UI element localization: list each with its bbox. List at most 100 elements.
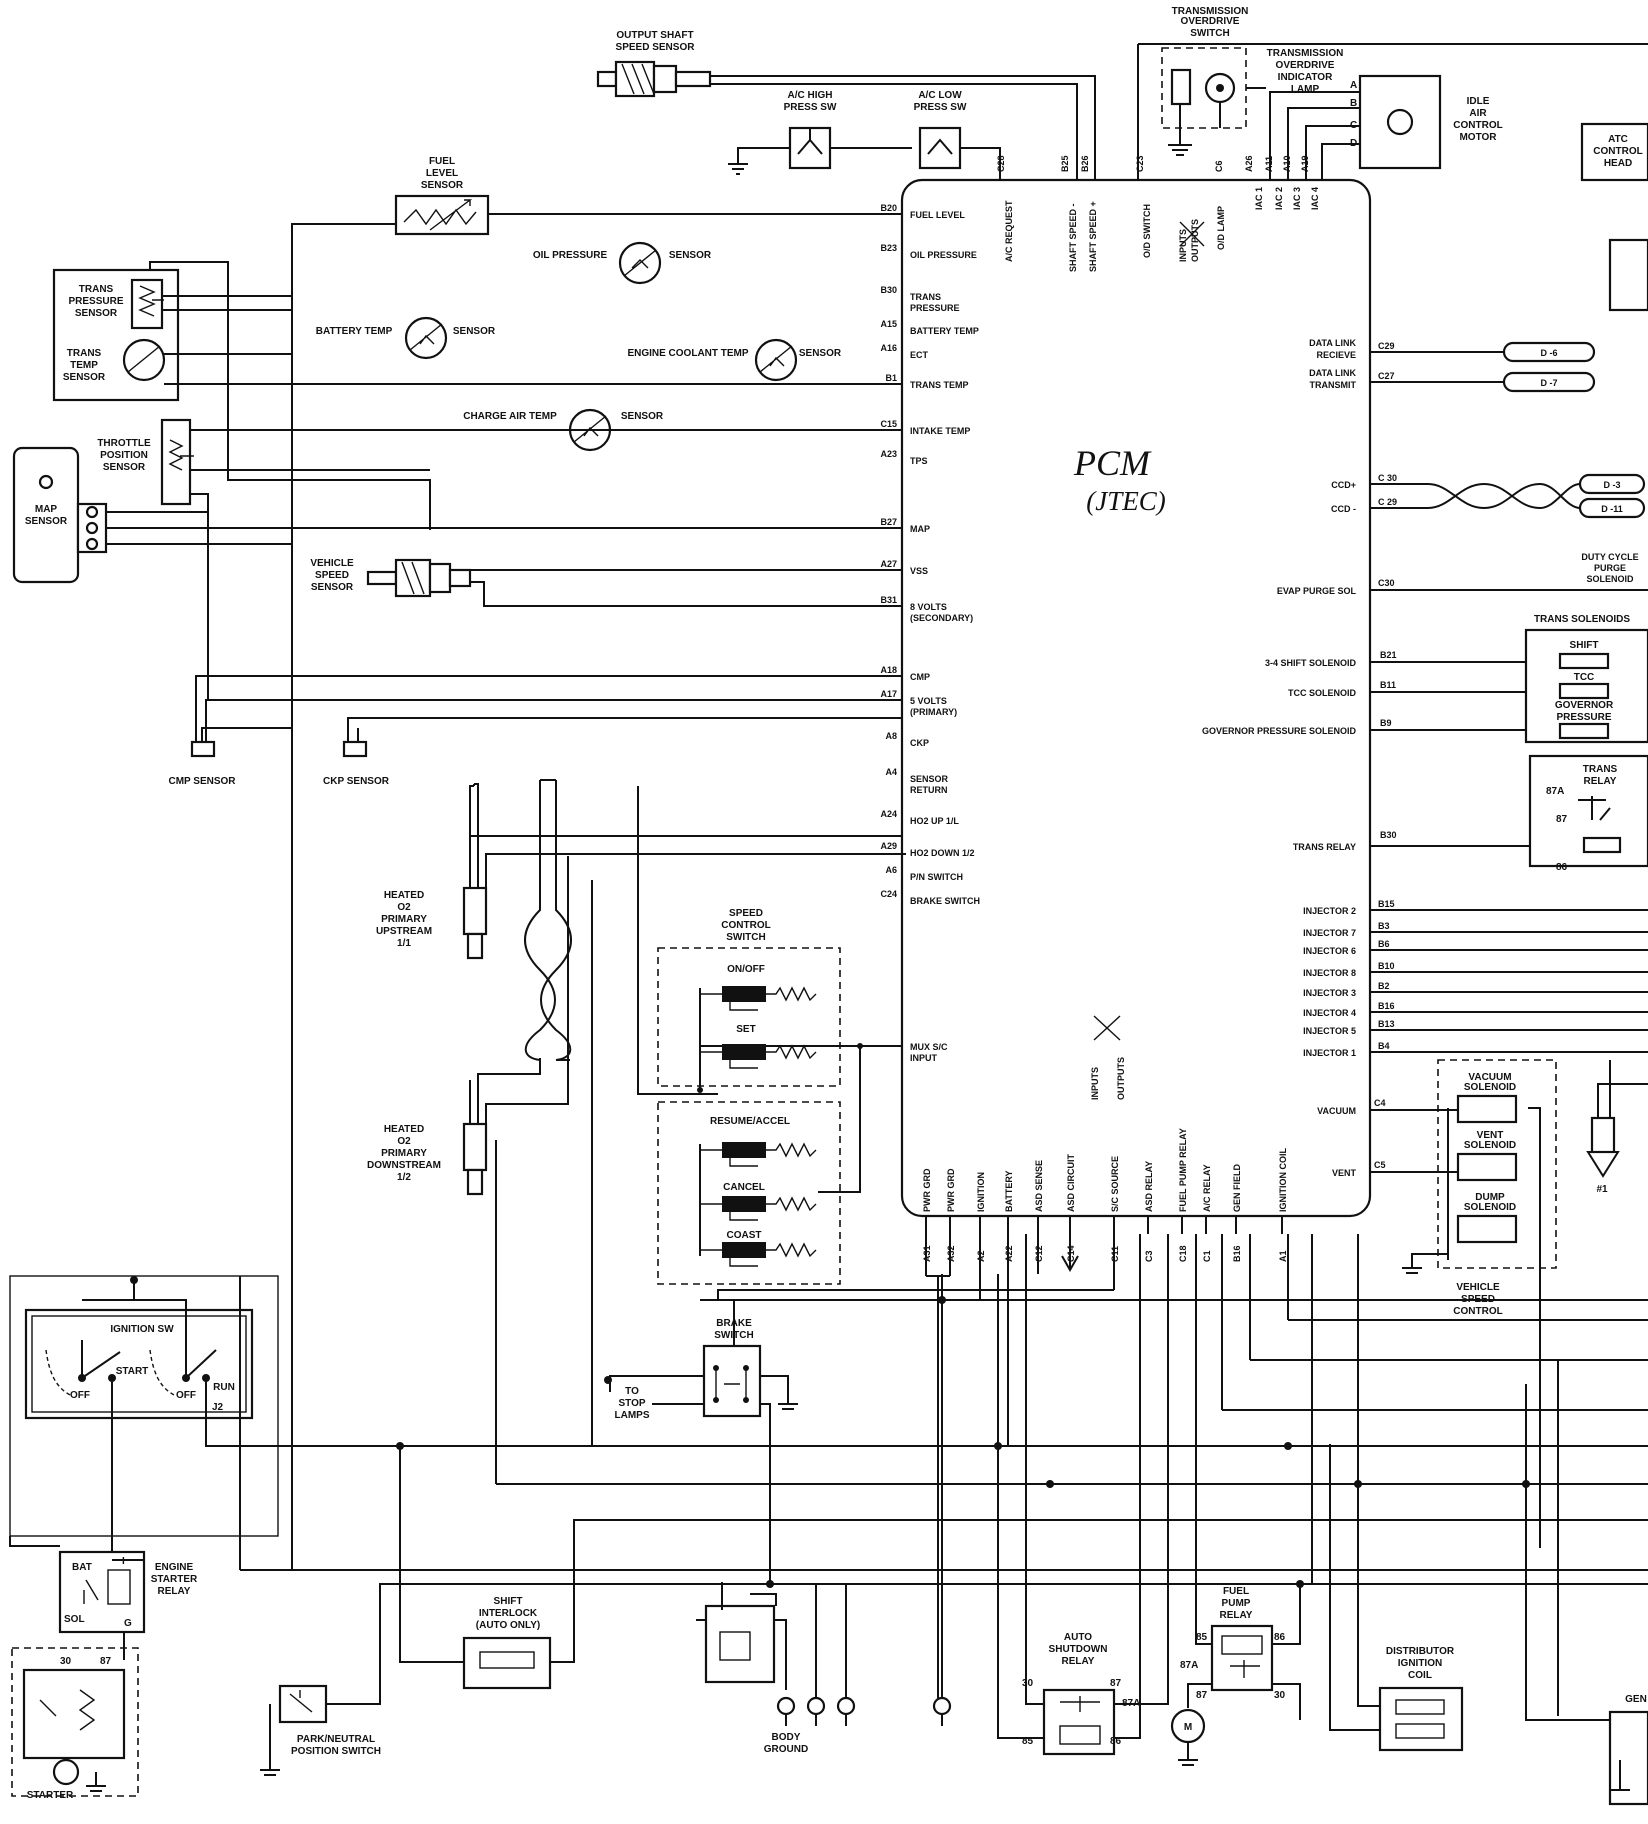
injector-pin: B16 (1378, 1001, 1395, 1011)
resistor (766, 1044, 817, 1060)
svg-text:87: 87 (100, 1656, 112, 1667)
svg-text:CONTROL: CONTROL (721, 920, 770, 931)
svg-text:SENSOR: SENSOR (103, 462, 146, 473)
svg-text:TRANSMISSION: TRANSMISSION (1267, 48, 1344, 59)
output-shaft-speed-sensor: OUTPUT SHAFT SPEED SENSOR (596, 30, 1096, 180)
speed-control-button (722, 1242, 766, 1258)
left-pin-label: SENSOR (910, 774, 949, 784)
ccd-label: CCD+ (1331, 480, 1356, 490)
svg-text:(AUTO ONLY): (AUTO ONLY) (476, 1620, 540, 1631)
button-stem (729, 1258, 758, 1267)
resistor (766, 1242, 817, 1258)
left-pin-label: BATTERY TEMP (910, 326, 979, 336)
shift-interlock: SHIFT INTERLOCK (AUTO ONLY) (399, 1446, 1648, 1690)
left-pin-number: B30 (880, 285, 897, 295)
bottom-pin-number: C18 (1178, 1245, 1188, 1262)
bottom-pin-label: A/C RELAY (1202, 1164, 1212, 1212)
svg-text:SPEED: SPEED (729, 908, 763, 919)
svg-text:SHUTDOWN: SHUTDOWN (1049, 1644, 1108, 1655)
pcm-title: PCM (1073, 443, 1152, 483)
svg-text:SENSOR: SENSOR (25, 516, 68, 527)
svg-text:INDICATOR: INDICATOR (1278, 72, 1333, 83)
svg-text:LAMPS: LAMPS (615, 1410, 650, 1421)
svg-text:87: 87 (1196, 1690, 1208, 1701)
solenoid-pin: B21 (1380, 650, 1397, 660)
left-pin-number: A23 (880, 449, 897, 459)
svg-text:RELAY: RELAY (1062, 1656, 1095, 1667)
svg-text:C6: C6 (1214, 160, 1224, 172)
svg-text:IAC 1: IAC 1 (1254, 187, 1264, 210)
left-pin-number: A6 (885, 865, 897, 875)
svg-text:DUMP: DUMP (1475, 1192, 1505, 1203)
svg-text:RESUME/ACCEL: RESUME/ACCEL (710, 1116, 790, 1127)
svg-text:SENSOR: SENSOR (421, 180, 464, 191)
fuel-level-sensor: FUEL LEVEL SENSOR (291, 156, 902, 1570)
bottom-pin-label: S/C SOURCE (1110, 1156, 1120, 1212)
svg-text:BAT: BAT (72, 1562, 92, 1573)
speed-control-button (722, 1196, 766, 1212)
data-link-pin: C29 (1378, 341, 1395, 351)
speed-control-button (722, 986, 766, 1002)
left-pin-label: VSS (910, 566, 928, 576)
injector-pin: B3 (1378, 921, 1390, 931)
auto-shutdown-relay: AUTO SHUTDOWN RELAY 30 87 87A 85 86 (997, 1234, 1169, 1756)
svg-text:COAST: COAST (727, 1230, 762, 1241)
svg-text:AUTO: AUTO (1064, 1632, 1092, 1643)
park-neutral-switch: PARK/NEUTRAL POSITION SWITCH (260, 1583, 1648, 1776)
sc-source-wire (717, 1289, 1114, 1300)
svg-text:HEATED: HEATED (384, 1124, 424, 1135)
svg-text:SENSOR: SENSOR (621, 411, 664, 422)
svg-text:87: 87 (1556, 814, 1568, 825)
svg-text:C23: C23 (1135, 155, 1145, 172)
svg-text:PRESS SW: PRESS SW (784, 102, 837, 113)
svg-text:CONTROL: CONTROL (1453, 120, 1502, 131)
resistor (766, 1142, 817, 1158)
svg-text:DISTRIBUTOR: DISTRIBUTOR (1386, 1646, 1455, 1657)
svg-text:INPUTS: INPUTS (1090, 1067, 1100, 1100)
svg-text:O/D SWITCH: O/D SWITCH (1142, 204, 1152, 258)
svg-text:#1: #1 (1596, 1184, 1608, 1195)
left-pin-number: A8 (885, 731, 897, 741)
brake-switch: BRAKE SWITCH TO STOP LAMPS (609, 1299, 1648, 1584)
svg-text:TRANS SOLENOIDS: TRANS SOLENOIDS (1534, 614, 1630, 625)
left-pin-label: (PRIMARY) (910, 707, 957, 717)
left-pin-number: B1 (885, 373, 897, 383)
svg-text:SHIFT: SHIFT (494, 1596, 523, 1607)
svg-text:INTERLOCK: INTERLOCK (479, 1608, 538, 1619)
svg-text:ON/OFF: ON/OFF (727, 964, 765, 975)
left-pin-number: C15 (880, 419, 897, 429)
svg-text:TRANS: TRANS (1583, 764, 1618, 775)
bottom-pin-label: IGNITION COIL (1278, 1148, 1288, 1213)
injector-pin: B6 (1378, 939, 1390, 949)
svg-text:SENSOR: SENSOR (453, 326, 496, 337)
io-center-marker: INPUTS OUTPUTS (1090, 1015, 1126, 1100)
left-pin-label: CMP (910, 672, 930, 682)
svg-text:OVERDRIVE: OVERDRIVE (1181, 16, 1240, 27)
svg-text:CKP SENSOR: CKP SENSOR (323, 776, 390, 787)
svg-text:ENGINE COOLANT TEMP: ENGINE COOLANT TEMP (627, 348, 748, 359)
resistor (766, 986, 817, 1002)
bottom-pin-number: C1 (1202, 1250, 1212, 1262)
evap-label: EVAP PURGE SOL (1277, 586, 1357, 596)
svg-text:SENSOR: SENSOR (669, 250, 712, 261)
solenoid-label: GOVERNOR PRESSURE SOLENOID (1202, 726, 1357, 736)
svg-text:M: M (1184, 1722, 1192, 1733)
speed-control-switch: SPEED CONTROL SWITCH ON/OFF SET RESUME/A… (657, 908, 902, 1285)
svg-text:VENT: VENT (1477, 1130, 1504, 1141)
ccd-connector-label: D -3 (1603, 480, 1620, 490)
svg-text:TRANSMISSION: TRANSMISSION (1172, 6, 1249, 17)
transmission-overdrive-switch: TRANSMISSION OVERDRIVE SWITCH TRANSMISSI… (1137, 6, 1648, 180)
svg-text:SHAFT SPEED +: SHAFT SPEED + (1088, 201, 1098, 272)
svg-text:PRIMARY: PRIMARY (381, 914, 427, 925)
svg-text:PRESS SW: PRESS SW (914, 102, 967, 113)
o2-twisted-pair (524, 779, 572, 1061)
svg-text:SOL: SOL (64, 1614, 85, 1625)
resistor (766, 1196, 817, 1212)
svg-text:VEHICLE: VEHICLE (1456, 1282, 1500, 1293)
svg-text:SENSOR: SENSOR (63, 372, 106, 383)
svg-text:LEVEL: LEVEL (426, 168, 458, 179)
svg-text:MAP: MAP (35, 504, 58, 515)
